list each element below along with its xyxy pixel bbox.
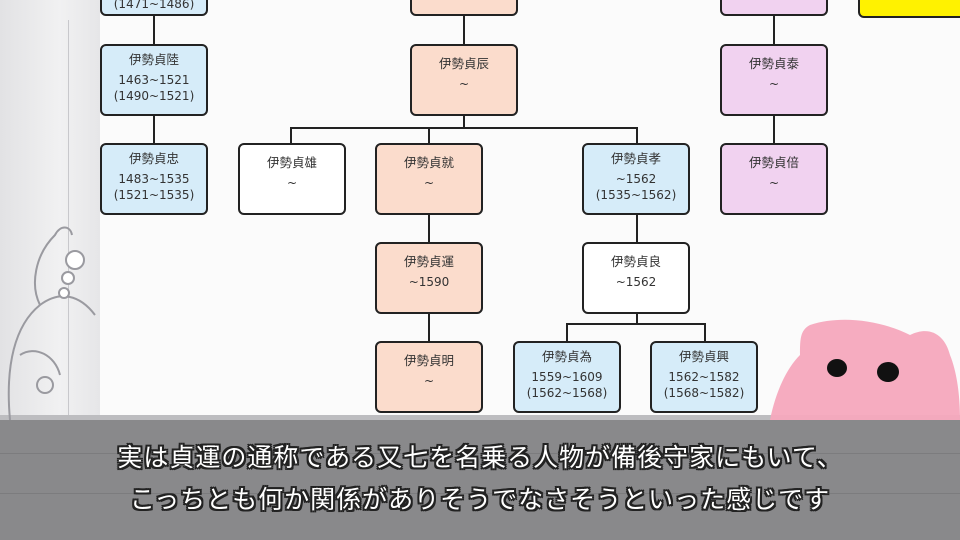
- tree-node-sadao: 伊勢貞雄 ~: [238, 143, 346, 215]
- node-lifespan: ~: [423, 176, 435, 190]
- connector-line: [636, 214, 638, 242]
- tree-node-top-left: (1471~1486): [100, 0, 208, 16]
- node-lifespan: ~1590: [408, 275, 450, 289]
- tree-node-sadaoki: 伊勢貞興 1562~1582 (1568~1582): [650, 341, 758, 413]
- connector-line: [566, 323, 568, 341]
- connector-line: [463, 14, 465, 44]
- tree-node-sadayoshi: 伊勢貞良 ~1562: [582, 242, 690, 314]
- node-years: (1471~1486): [113, 0, 195, 11]
- connector-line: [636, 127, 638, 144]
- node-tenure: (1521~1535): [113, 188, 195, 202]
- tree-node-sadataka: 伊勢貞孝 ~1562 (1535~1562): [582, 143, 690, 215]
- tree-node-sadamutsu: 伊勢貞陸 1463~1521 (1490~1521): [100, 44, 208, 116]
- connector-line: [153, 14, 155, 44]
- tree-node-sadatoki: 伊勢貞辰 ~: [410, 44, 518, 116]
- node-lifespan: 1483~1535: [118, 172, 190, 186]
- connector-line: [566, 323, 706, 325]
- tree-node-sadatada: 伊勢貞忠 1483~1535 (1521~1535): [100, 143, 208, 215]
- floor-line: [0, 453, 960, 454]
- node-name: 伊勢貞陸: [128, 52, 179, 67]
- connector-line: [290, 127, 292, 144]
- tree-node-sadaaki: 伊勢貞明 ~: [375, 341, 483, 413]
- node-name: 伊勢貞雄: [266, 155, 317, 170]
- node-lifespan: ~: [458, 77, 470, 91]
- connector-line: [773, 116, 775, 144]
- node-lifespan: ~: [768, 77, 780, 91]
- tree-node-sadamasu: 伊勢貞倍 ~: [720, 143, 828, 215]
- node-lifespan: 1463~1521: [118, 73, 190, 87]
- tree-node-sadakazu: 伊勢貞運 ~1590: [375, 242, 483, 314]
- connector-line: [428, 214, 430, 242]
- tree-node-top-center: [410, 0, 518, 16]
- connector-line: [463, 116, 465, 129]
- subtitle-line-1: 実は貞運の通称である又七を名乗る人物が備後守家にもいて、: [117, 443, 843, 472]
- connector-line: [636, 313, 638, 325]
- node-tenure: (1535~1562): [595, 188, 677, 202]
- node-lifespan: 1562~1582: [668, 370, 740, 384]
- node-lifespan: 1559~1609: [531, 370, 603, 384]
- node-name: 伊勢貞泰: [748, 56, 799, 71]
- node-lifespan: ~1562: [615, 172, 657, 186]
- node-name: 伊勢貞忠: [128, 151, 179, 166]
- character-sketch: [7, 226, 96, 420]
- tree-node-sadatame: 伊勢貞為 1559~1609 (1562~1568): [513, 341, 621, 413]
- node-lifespan: ~: [423, 374, 435, 388]
- node-tenure: (1490~1521): [113, 89, 195, 103]
- connector-line: [428, 127, 430, 144]
- node-name: 伊勢貞興: [678, 349, 729, 364]
- node-tenure: (1568~1582): [663, 386, 745, 400]
- node-name: 伊勢貞孝: [610, 151, 661, 166]
- tree-node-sadayasu: 伊勢貞泰 ~: [720, 44, 828, 116]
- connector-line: [773, 14, 775, 44]
- node-name: 伊勢貞倍: [748, 155, 799, 170]
- background-floor: [0, 415, 960, 540]
- node-name: 伊勢貞運: [403, 254, 454, 269]
- node-name: 伊勢貞為: [541, 349, 592, 364]
- node-lifespan: ~: [286, 176, 298, 190]
- connector-line: [290, 127, 638, 129]
- connector-line: [704, 323, 706, 341]
- subtitle-line-2: こっちとも何か関係がありそうでなさそうといった感じです: [129, 485, 831, 514]
- subtitle-backdrop: [0, 420, 960, 540]
- tree-node-highlight: [858, 0, 960, 18]
- node-name: 伊勢貞辰: [438, 56, 489, 71]
- connector-line: [153, 116, 155, 144]
- node-name: 伊勢貞良: [610, 254, 661, 269]
- floor-line: [0, 493, 960, 494]
- node-name: 伊勢貞明: [403, 353, 454, 368]
- node-name: 伊勢貞就: [403, 155, 454, 170]
- connector-line: [428, 313, 430, 341]
- node-lifespan: ~1562: [615, 275, 657, 289]
- tree-node-top-right: [720, 0, 828, 16]
- node-lifespan: ~: [768, 176, 780, 190]
- node-tenure: (1562~1568): [526, 386, 608, 400]
- tree-node-sadanari: 伊勢貞就 ~: [375, 143, 483, 215]
- pink-blob-character: [770, 319, 960, 420]
